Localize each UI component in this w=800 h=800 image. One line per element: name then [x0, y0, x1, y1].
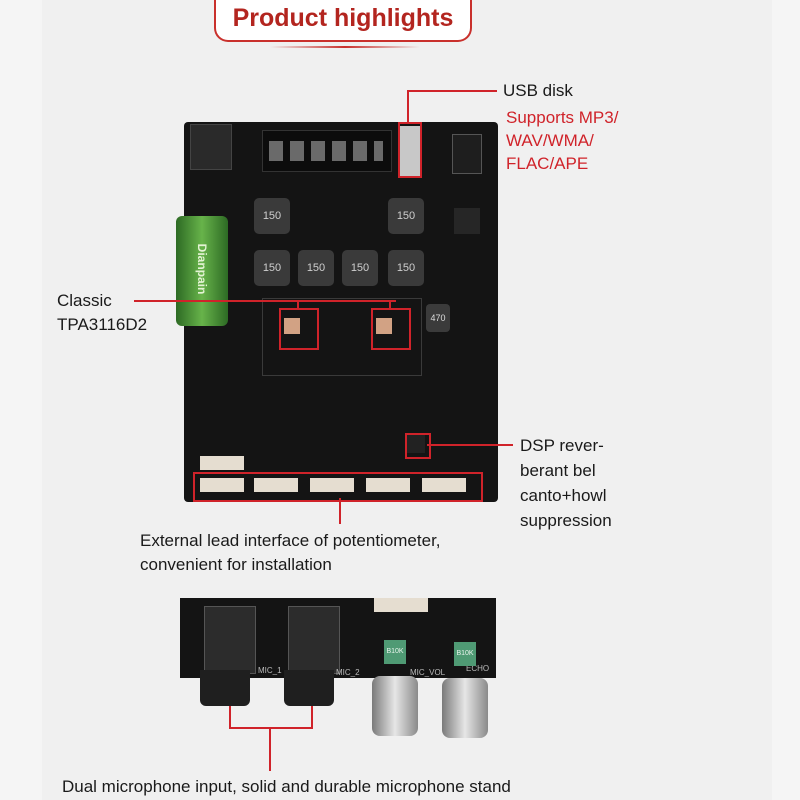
small-capacitor: 470	[426, 304, 450, 332]
chip-highlight-box-left	[279, 308, 319, 350]
dsp-label-line-3: canto+howl	[520, 486, 607, 505]
connector	[366, 478, 410, 492]
chip-leader-drop-left	[297, 300, 299, 308]
amplifier-board-photo: 150 150 150 150 150 150 Dianpain 470	[176, 122, 498, 502]
mic-jack-1-body	[200, 670, 250, 706]
mic-bracket-horizontal	[229, 727, 313, 729]
knob-1	[372, 676, 418, 736]
mic-label: Dual microphone input, solid and durable…	[62, 777, 511, 796]
dsp-label-line-2: berant bel	[520, 461, 596, 480]
echo-silk-label: ECHO	[466, 664, 490, 673]
knob-2	[442, 678, 488, 738]
amplifier-chip	[284, 318, 300, 334]
lead-leader	[339, 498, 341, 524]
mic-leader	[269, 727, 271, 771]
capacitor-brand-label: Dianpain	[195, 243, 209, 295]
connector	[310, 478, 354, 492]
mic-jack-1	[204, 606, 256, 674]
mic-bracket-left	[229, 706, 231, 728]
chip-label-line-1: Classic	[57, 291, 112, 310]
potentiometer-2: B10K	[454, 642, 476, 666]
dsp-leader	[427, 444, 513, 446]
chip-highlight-box-right	[371, 308, 411, 350]
potentiometer-1: B10K	[384, 640, 406, 664]
usb-port	[400, 126, 420, 176]
inductor: 150	[388, 198, 424, 234]
header-connector	[374, 598, 428, 612]
dsp-chip	[407, 435, 425, 453]
dsp-label-line-4: suppression	[520, 511, 612, 530]
connector-top-left	[200, 456, 244, 470]
title-banner: Product highlights	[214, 0, 472, 42]
chip-area-outline	[262, 298, 422, 376]
mic-vol-silk-label: MIC_VOL	[410, 668, 446, 677]
connector	[254, 478, 298, 492]
usb-formats-line-2: WAV/WMA/	[506, 131, 594, 150]
usb-formats-line-1: Supports MP3/	[506, 108, 619, 127]
usb-highlight-box	[398, 122, 422, 178]
connector	[200, 478, 244, 492]
audio-jack	[452, 134, 482, 174]
title-decoration	[270, 46, 420, 48]
inductor: 150	[254, 198, 290, 234]
inductor: 150	[254, 250, 290, 286]
chip-label-line-2: TPA3116D2	[57, 315, 148, 334]
mic-bracket-right	[311, 706, 313, 728]
lead-label-line-1: External lead interface of potentiometer…	[140, 531, 441, 550]
lead-label-line-2: convenient for installation	[140, 555, 332, 574]
dsp-highlight-box	[405, 433, 431, 459]
usb-leader-vertical	[407, 90, 409, 122]
microphone-board-photo: MIC_1 MIC_2 MIC_VOL ECHO	[180, 598, 496, 678]
usb-formats-line-3: FLAC/APE	[506, 154, 589, 173]
connector	[422, 478, 466, 492]
usb-leader-horizontal	[407, 90, 497, 92]
page-title: Product highlights	[232, 4, 454, 32]
amplifier-chip	[376, 318, 392, 334]
chip-leader-horizontal	[134, 300, 396, 302]
terminal-block	[262, 130, 392, 172]
connector-highlight-box	[193, 472, 483, 502]
inductor: 150	[388, 250, 424, 286]
inductor: 150	[298, 250, 334, 286]
dsp-label-line-1: DSP rever-	[520, 436, 604, 455]
mic-jack-2-body	[284, 670, 334, 706]
dc-jack	[190, 124, 232, 170]
electrolytic-capacitor: Dianpain	[176, 216, 228, 326]
chip-leader-drop-right	[389, 300, 391, 308]
usb-disk-label: USB disk	[503, 81, 573, 100]
mic-1-silk-label: MIC_1	[258, 666, 282, 675]
inductor: 150	[342, 250, 378, 286]
mic-2-silk-label: MIC_2	[336, 668, 360, 677]
bluetooth-chip	[454, 208, 480, 234]
mic-jack-2	[288, 606, 340, 674]
